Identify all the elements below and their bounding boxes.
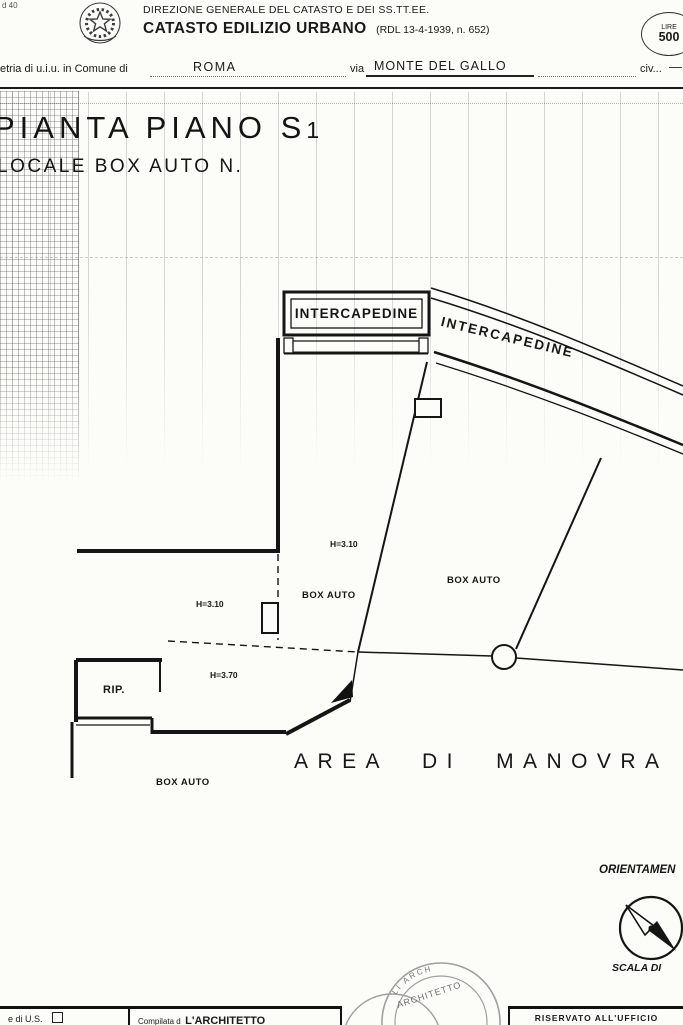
agency-line: DIREZIONE GENERALE DEL CATASTO E DEI SS.… xyxy=(143,4,430,16)
area-manovra-label: AREA DI MANOVRA xyxy=(294,750,669,773)
us-checkbox-icon xyxy=(51,1012,63,1023)
leader-dots-2 xyxy=(538,76,636,77)
leader-dots-1 xyxy=(150,76,346,77)
graph-paper-strip xyxy=(0,91,79,483)
document-title: CATASTO EDILIZIO URBANO xyxy=(143,20,367,37)
room-label-box-bottom: BOX AUTO xyxy=(156,777,210,788)
footer-compiled-role: L'ARCHITETTO xyxy=(185,1015,266,1025)
faint-horizontal-line xyxy=(0,257,683,258)
footer-compiled-prefix: Compilata d xyxy=(138,1017,181,1025)
via-value: MONTE DEL GALLO xyxy=(374,59,507,73)
round-stamp xyxy=(345,962,501,1025)
room-label-box-left: BOX AUTO xyxy=(302,590,356,601)
faint-grid-lines xyxy=(12,92,683,472)
grid-top-dotted-line xyxy=(0,103,683,104)
footer-us-label: e di U.S. xyxy=(8,1014,43,1024)
plan-subtitle: LOCALE BOX AUTO N. xyxy=(0,156,244,177)
height-label-upper: H=3.10 xyxy=(330,539,358,549)
footer-cell-reserved: RISERVATO ALL'UFFICIO xyxy=(508,1006,683,1025)
state-emblem-icon xyxy=(79,2,121,44)
civ-label: civ... xyxy=(640,63,662,75)
footer-cell-us: e di U.S. xyxy=(0,1006,130,1025)
comune-value: ROMA xyxy=(193,60,237,74)
room-label-intercapedine-top: INTERCAPEDINE xyxy=(294,306,419,321)
plan-walls xyxy=(70,287,683,778)
via-underline xyxy=(366,75,534,77)
civ-dash: — xyxy=(669,59,682,74)
corner-note: d 40 xyxy=(2,1,18,10)
lire-stamp-value: 500 xyxy=(658,30,680,45)
compass-icon xyxy=(618,895,683,961)
height-label-lower: H=3.70 xyxy=(210,670,238,680)
scale-label: SCALA DI xyxy=(612,962,662,974)
height-label-left: H=3.10 xyxy=(196,599,224,609)
header-rule xyxy=(0,87,683,90)
lire-stamp-label: LIRE xyxy=(661,23,677,31)
form-prefix: etria di u.i.u. in Comune di xyxy=(0,63,128,75)
footer-cell-compiled: Compilata d L'ARCHITETTO xyxy=(130,1006,342,1025)
room-label-box-right: BOX AUTO xyxy=(447,575,501,586)
orientation-label: ORIENTAMEN xyxy=(599,864,676,876)
room-label-rip: RIP. xyxy=(103,684,125,696)
document-title-ref: (RDL 13-4-1939, n. 652) xyxy=(376,24,490,36)
plan-title-floor-index: 1 xyxy=(306,117,325,143)
plan-title: PIANTA PIANO S xyxy=(0,110,307,145)
via-label: via xyxy=(350,63,365,75)
north-arrow-icon xyxy=(331,680,353,703)
